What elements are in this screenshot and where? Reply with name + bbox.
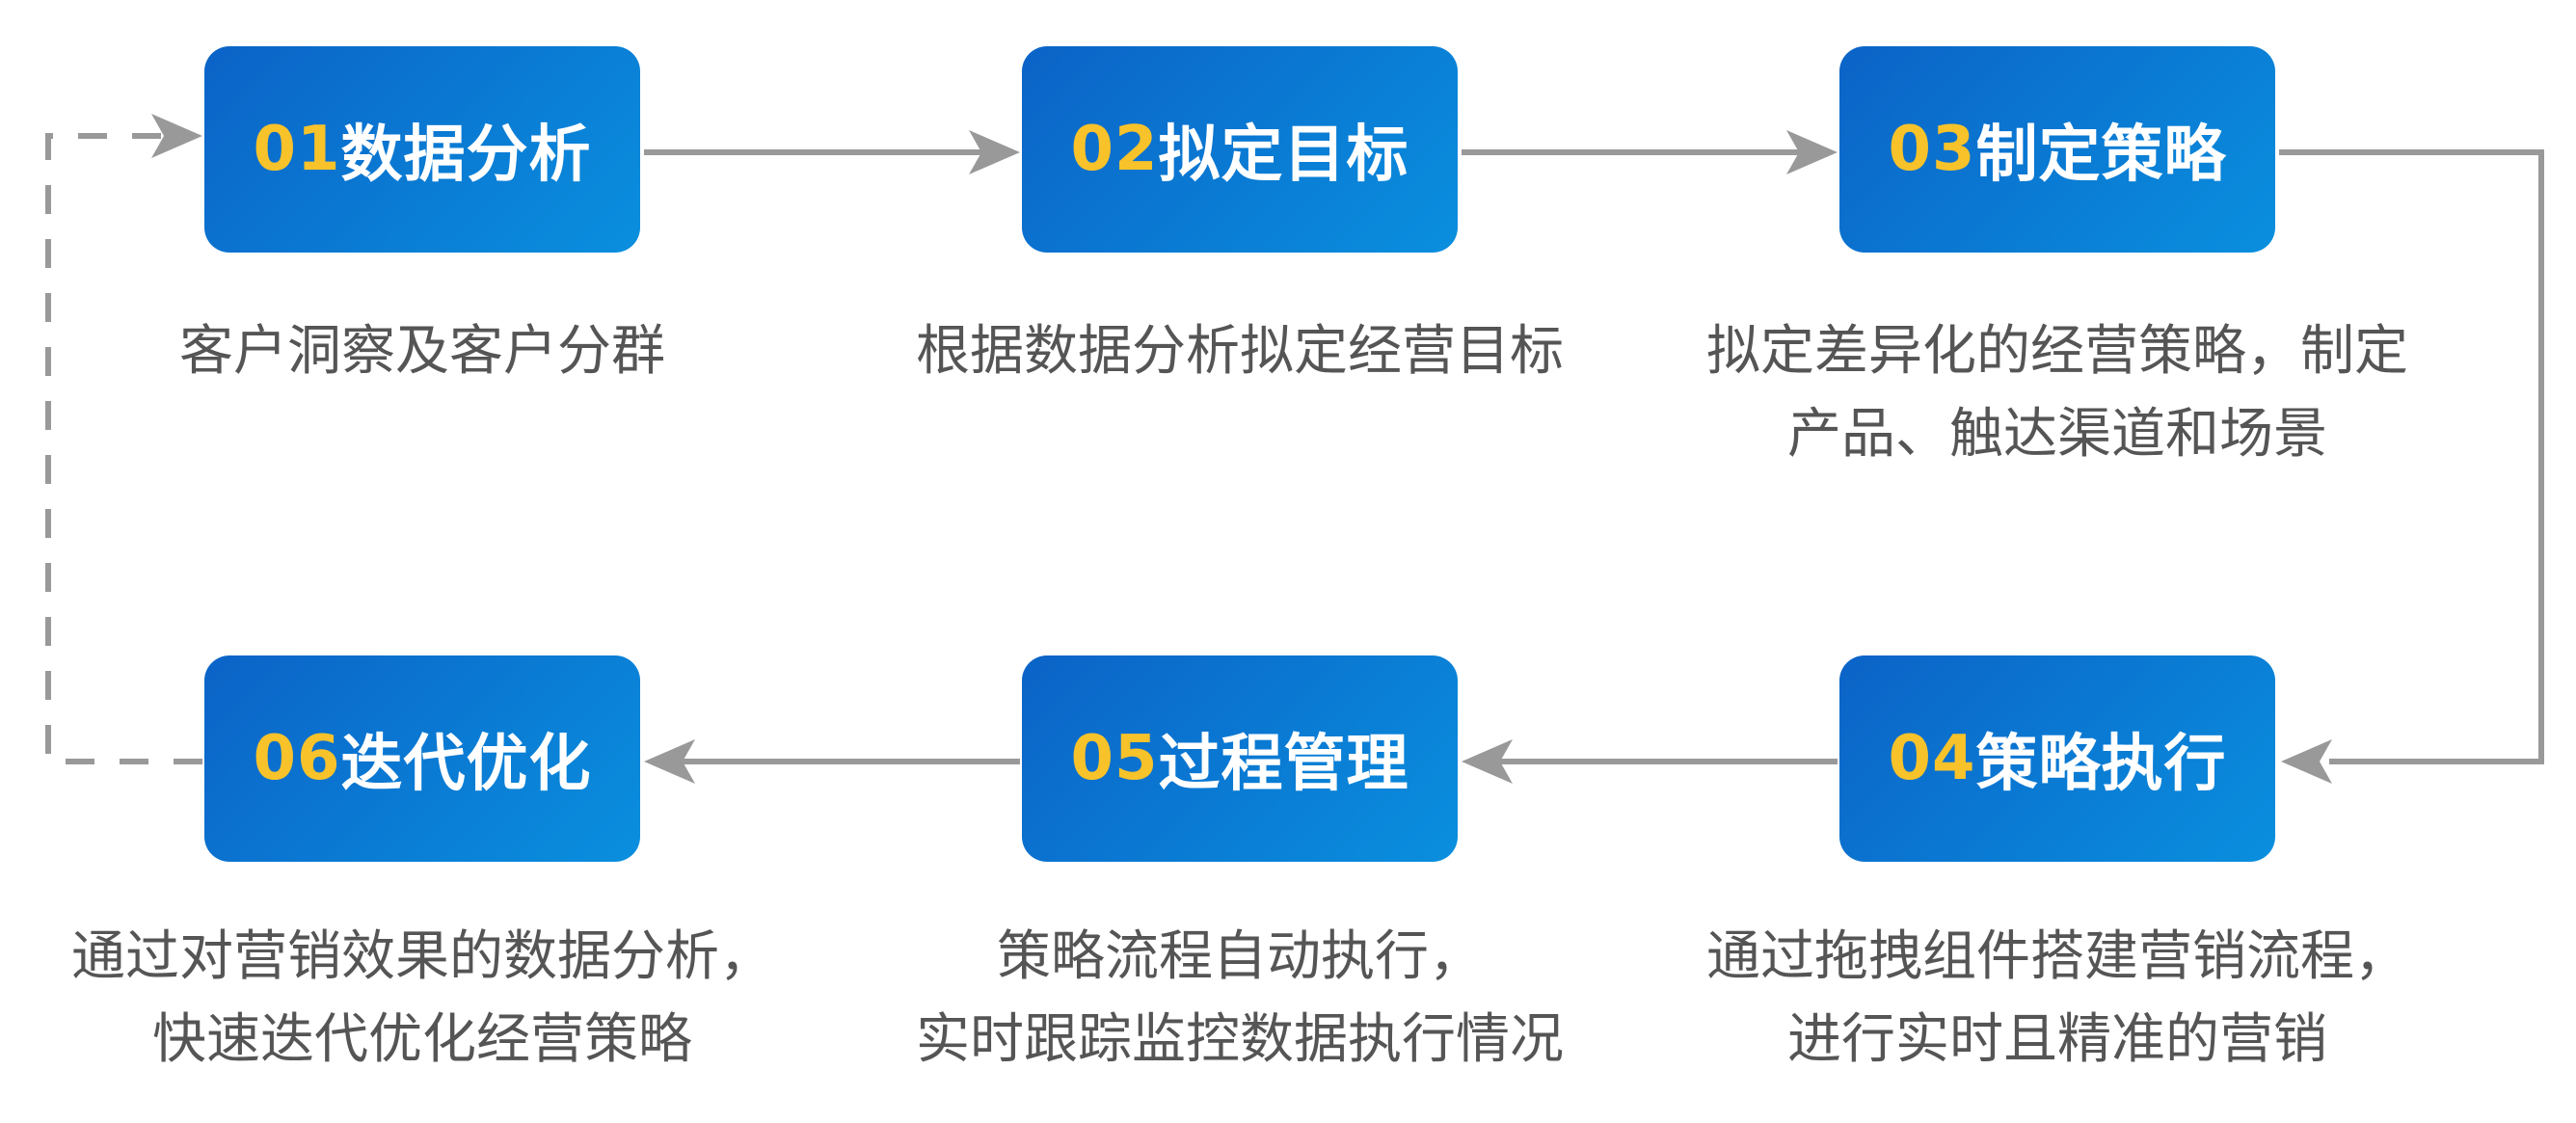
step-04-number: 04 xyxy=(1888,723,1976,794)
step-05-number: 05 xyxy=(1070,723,1159,794)
step-01-title: 数据分析 xyxy=(340,120,592,191)
step-02-number: 02 xyxy=(1070,114,1159,185)
arrow-03-04 xyxy=(2279,149,2544,784)
step-04-desc-line-2: 进行实时且精准的营销 xyxy=(1787,1008,2327,1071)
step-01-description: 客户洞察及客户分群 xyxy=(27,310,818,393)
step-06-desc-line-2: 快速迭代优化经营策略 xyxy=(152,1008,692,1071)
step-02-desc-line-1: 根据数据分析拟定经营目标 xyxy=(916,320,1564,383)
step-03-desc-line-1: 拟定差异化的经营策略，制定 xyxy=(1706,320,2408,383)
step-05-desc-line-1: 策略流程自动执行， xyxy=(997,925,1483,988)
step-04-title: 策略执行 xyxy=(1975,729,2227,800)
step-06-number: 06 xyxy=(253,723,341,794)
step-02-description: 根据数据分析拟定经营目标 xyxy=(845,310,1635,393)
step-04-description: 通过拖拽组件搭建营销流程， 进行实时且精准的营销 xyxy=(1662,916,2453,1082)
arrow-02-03 xyxy=(1462,130,1838,174)
step-05-description: 策略流程自动执行， 实时跟踪监控数据执行情况 xyxy=(845,916,1635,1082)
step-03-description: 拟定差异化的经营策略，制定 产品、触达渠道和场景 xyxy=(1662,310,2453,476)
step-06-desc-line-1: 通过对营销效果的数据分析， xyxy=(71,925,773,988)
step-02-title: 拟定目标 xyxy=(1158,120,1409,191)
arrow-04-05 xyxy=(1462,739,1838,784)
step-06-description: 通过对营销效果的数据分析， 快速迭代优化经营策略 xyxy=(27,916,818,1082)
step-05-desc-line-2: 实时跟踪监控数据执行情况 xyxy=(916,1008,1564,1071)
arrow-05-06 xyxy=(644,739,1020,784)
step-01-desc-line-1: 客户洞察及客户分群 xyxy=(179,320,665,383)
step-05-title: 过程管理 xyxy=(1158,729,1409,800)
step-03-title: 制定策略 xyxy=(1975,120,2227,191)
step-03-desc-line-2: 产品、触达渠道和场景 xyxy=(1787,403,2327,466)
arrow-01-02 xyxy=(644,130,1020,174)
step-04-desc-line-1: 通过拖拽组件搭建营销流程， xyxy=(1706,925,2408,988)
step-06-title: 迭代优化 xyxy=(340,729,592,800)
arrow-06-01-dashed xyxy=(45,114,202,764)
step-01-number: 01 xyxy=(253,114,341,185)
step-03-number: 03 xyxy=(1888,114,1976,185)
